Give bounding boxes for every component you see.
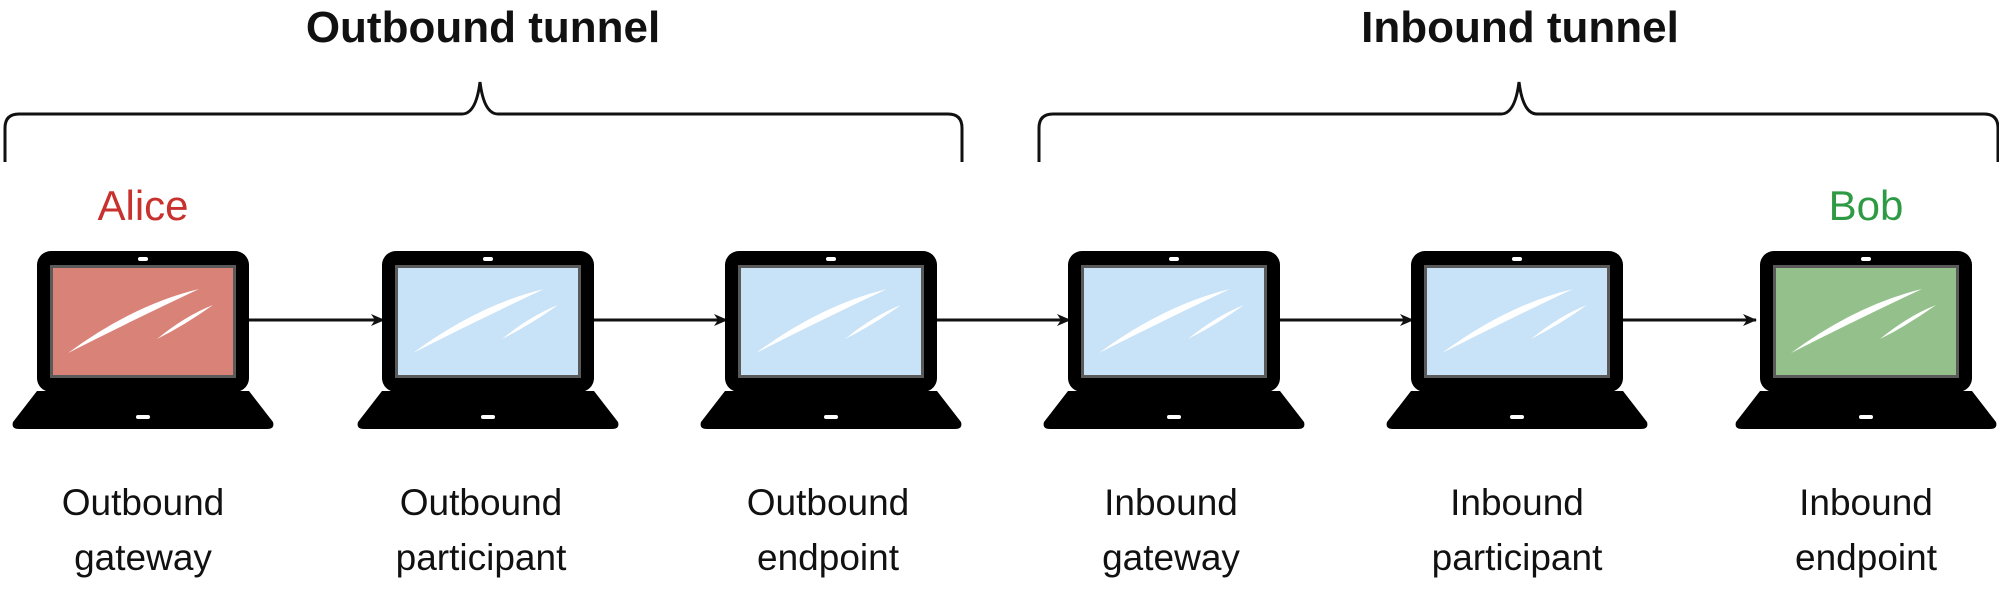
node-label-line2: participant xyxy=(396,537,567,578)
screen-glare xyxy=(1880,305,1936,339)
laptop-base xyxy=(12,391,274,429)
trackpad-notch xyxy=(481,415,495,419)
laptop-inbound-gateway xyxy=(1043,251,1305,429)
laptop-outbound-participant xyxy=(357,251,619,429)
screen-glare xyxy=(1188,305,1244,339)
laptop-screen xyxy=(398,268,578,375)
laptop-base xyxy=(700,391,962,429)
node-labels: Outbound gateway Outbound participant Ou… xyxy=(62,482,1938,578)
laptop-base xyxy=(1043,391,1305,429)
inbound-tunnel-brace xyxy=(1037,81,1999,162)
outbound-tunnel-title: Outbound tunnel xyxy=(306,3,660,52)
outbound-tunnel-brace xyxy=(3,81,964,162)
laptop-screen xyxy=(741,268,921,375)
laptop-outbound-endpoint xyxy=(700,251,962,429)
laptop-base xyxy=(1735,391,1997,429)
camera-dot xyxy=(1861,257,1871,261)
screen-glare xyxy=(845,305,901,339)
laptop-screen xyxy=(1776,268,1956,375)
camera-dot xyxy=(1512,257,1522,261)
inbound-tunnel-title: Inbound tunnel xyxy=(1361,3,1679,52)
trackpad-notch xyxy=(1859,415,1873,419)
camera-dot xyxy=(138,257,148,261)
laptop-screen xyxy=(1427,268,1607,375)
node-label-line1: Outbound xyxy=(747,482,910,523)
node-label-line1: Inbound xyxy=(1450,482,1584,523)
node-label-line1: Inbound xyxy=(1799,482,1933,523)
laptop-screen xyxy=(1084,268,1264,375)
laptop-base xyxy=(357,391,619,429)
screen-glare xyxy=(1531,305,1587,339)
screen-glare xyxy=(502,305,558,339)
trackpad-notch xyxy=(136,415,150,419)
laptop-inbound-endpoint xyxy=(1735,251,1997,429)
laptop-outbound-gateway xyxy=(12,251,274,429)
laptop-base xyxy=(1386,391,1648,429)
node-label-line1: Inbound xyxy=(1104,482,1238,523)
node-label-line2: gateway xyxy=(74,537,212,578)
node-label-line2: participant xyxy=(1432,537,1603,578)
node-label-line2: endpoint xyxy=(1795,537,1938,578)
bob-label: Bob xyxy=(1829,182,1904,229)
camera-dot xyxy=(826,257,836,261)
trackpad-notch xyxy=(824,415,838,419)
trackpad-notch xyxy=(1510,415,1524,419)
alice-label: Alice xyxy=(97,182,188,229)
node-label-line2: gateway xyxy=(1102,537,1240,578)
camera-dot xyxy=(483,257,493,261)
laptop-screen xyxy=(53,268,233,375)
node-label-line1: Outbound xyxy=(400,482,563,523)
screen-glare xyxy=(157,305,213,339)
laptop-inbound-participant xyxy=(1386,251,1648,429)
trackpad-notch xyxy=(1167,415,1181,419)
node-label-line2: endpoint xyxy=(757,537,900,578)
node-label-line1: Outbound xyxy=(62,482,225,523)
camera-dot xyxy=(1169,257,1179,261)
